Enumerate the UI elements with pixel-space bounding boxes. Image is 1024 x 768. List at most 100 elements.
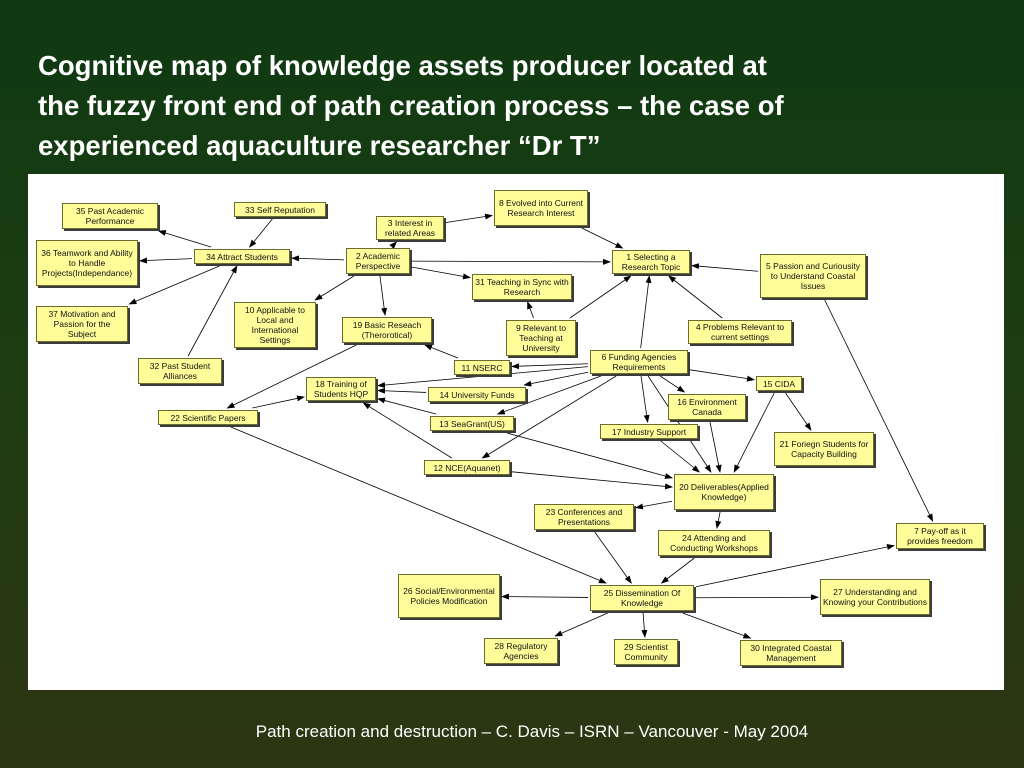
node-label: 10 Applicable to Local and International… <box>244 305 306 345</box>
node-label: 30 Integrated Coastal Management <box>750 643 832 663</box>
node-label: 24 Attending and Conducting Workshops <box>670 533 758 553</box>
node-label: 12 NCE(Aquanet) <box>433 462 501 473</box>
node-label: 15 CIDA <box>762 378 796 389</box>
node-18: 18 Training of Students HQP <box>306 377 376 401</box>
edge-15-to-21 <box>785 392 812 431</box>
node-label: 28 Regulatory Agencies <box>494 641 548 661</box>
node-label: 17 Industry Support <box>611 426 687 437</box>
node-23: 23 Conferences and Presentations <box>534 504 634 530</box>
node-36: 36 Teamwork and Ability to Handle Projec… <box>36 240 138 286</box>
node-label: 5 Passion and Curiousity to Understand C… <box>765 261 861 291</box>
edge-2-to-34 <box>291 255 345 262</box>
node-label: 23 Conferences and Presentations <box>545 507 623 527</box>
edge-25-to-28 <box>554 612 608 637</box>
edge-25-to-29 <box>641 612 648 638</box>
slide-title: Cognitive map of knowledge assets produc… <box>38 46 998 166</box>
edge-34-to-37 <box>128 265 220 305</box>
edge-33-to-34 <box>249 218 273 248</box>
edge-6-to-14 <box>523 371 589 387</box>
node-34: 34 Attract Students <box>194 249 290 264</box>
node-label: 34 Attract Students <box>206 251 278 262</box>
node-4: 4 Problems Relevant to current settings <box>688 320 792 344</box>
node-label: 14 University Funds <box>439 389 515 400</box>
edge-14-to-18 <box>377 387 427 394</box>
node-1: 1 Selecting a Research Topic <box>612 250 690 274</box>
node-30: 30 Integrated Coastal Management <box>740 640 842 666</box>
edge-17-to-20 <box>660 440 700 473</box>
node-8: 8 Evolved into Current Research Interest <box>494 190 588 226</box>
edge-2-to-19 <box>379 275 388 316</box>
edge-25-to-26 <box>501 593 589 600</box>
edge-6-to-16 <box>659 375 686 393</box>
node-label: 2 Academic Perspective <box>355 251 401 271</box>
node-13: 13 SeaGrant(US) <box>430 416 514 431</box>
node-label: 37 Motivation and Passion for the Subjec… <box>48 309 116 339</box>
node-19: 19 Basic Reseach (Therorotical) <box>342 317 432 343</box>
node-10: 10 Applicable to Local and International… <box>234 302 316 348</box>
edge-6-to-13 <box>496 375 602 415</box>
node-31: 31 Teaching in Sync with Research <box>472 274 572 300</box>
edge-5-to-7 <box>824 299 934 522</box>
edge-13-to-18 <box>377 397 437 415</box>
node-29: 29 Scientist Community <box>614 639 678 665</box>
edge-16-to-20 <box>709 421 722 473</box>
edge-12-to-20 <box>511 471 673 490</box>
node-33: 33 Self Reputation <box>234 202 326 217</box>
edge-9-to-1 <box>569 275 632 319</box>
node-label: 35 Past Academic Performance <box>75 206 145 226</box>
node-2: 2 Academic Perspective <box>346 248 410 274</box>
node-label: 4 Problems Relevant to current settings <box>695 322 785 342</box>
node-12: 12 NCE(Aquanet) <box>424 460 510 475</box>
node-7: 7 Pay-off as it provides freedom <box>896 523 984 549</box>
node-32: 32 Past Student Alliances <box>138 358 222 384</box>
edge-6-to-15 <box>689 369 755 382</box>
diagram-connectors <box>128 213 934 639</box>
edge-20-to-24 <box>715 511 722 529</box>
edge-12-to-18 <box>362 402 452 459</box>
edge-15-to-20 <box>733 392 775 473</box>
node-label: 27 Understanding and Knowing your Contri… <box>823 587 927 607</box>
edge-23-to-25 <box>594 531 632 584</box>
node-14: 14 University Funds <box>428 387 526 402</box>
node-label: 6 Funding Agencies Requirements <box>601 352 677 372</box>
title-line-2: the fuzzy front end of path creation pro… <box>38 90 784 121</box>
edge-13-to-20 <box>506 432 673 479</box>
node-label: 29 Scientist Community <box>624 642 668 662</box>
node-label: 16 Environment Canada <box>677 397 737 417</box>
node-label: 1 Selecting a Research Topic <box>621 252 681 272</box>
edge-24-to-25 <box>660 557 695 584</box>
node-label: 31 Teaching in Sync with Research <box>475 277 569 297</box>
node-26: 26 Social/Environmental Policies Modific… <box>398 574 500 618</box>
edge-2-to-3 <box>389 241 398 250</box>
node-17: 17 Industry Support <box>600 424 698 439</box>
edge-5-to-1 <box>691 263 759 272</box>
edge-6-to-17 <box>640 375 650 423</box>
node-16: 16 Environment Canada <box>668 394 746 420</box>
edge-3-to-8 <box>445 213 493 223</box>
node-label: 13 SeaGrant(US) <box>439 418 505 429</box>
edge-6-to-11 <box>511 363 589 370</box>
edge-25-to-30 <box>682 612 752 639</box>
edge-32-to-34 <box>187 265 238 357</box>
slide-footer: Path creation and destruction – C. Davis… <box>255 722 809 741</box>
edge-19-to-22 <box>226 344 357 409</box>
edge-6-to-12 <box>481 375 617 459</box>
edge-6-to-1 <box>640 275 652 349</box>
node-label: 19 Basic Reseach (Therorotical) <box>352 320 422 340</box>
edge-2-to-1 <box>411 258 611 265</box>
title-line-3: experienced aquaculture researcher “Dr T… <box>38 130 601 161</box>
node-label: 33 Self Reputation <box>245 204 315 215</box>
edge-34-to-35 <box>157 230 212 248</box>
node-label: 26 Social/Environmental Policies Modific… <box>403 586 495 606</box>
edge-20-to-23 <box>635 500 673 510</box>
node-label: 25 Dissemination Of Knowledge <box>603 588 681 608</box>
node-5: 5 Passion and Curiousity to Understand C… <box>760 254 866 298</box>
node-35: 35 Past Academic Performance <box>62 203 158 229</box>
node-37: 37 Motivation and Passion for the Subjec… <box>36 306 128 342</box>
node-6: 6 Funding Agencies Requirements <box>590 350 688 374</box>
edge-11-to-19 <box>424 344 459 359</box>
node-label: 36 Teamwork and Ability to Handle Projec… <box>41 248 133 278</box>
node-label: 21 Foriegn Students for Capacity Buildin… <box>779 439 869 459</box>
edge-2-to-31 <box>411 266 471 280</box>
node-label: 20 Deliverables(Applied Knowledge) <box>679 482 769 502</box>
